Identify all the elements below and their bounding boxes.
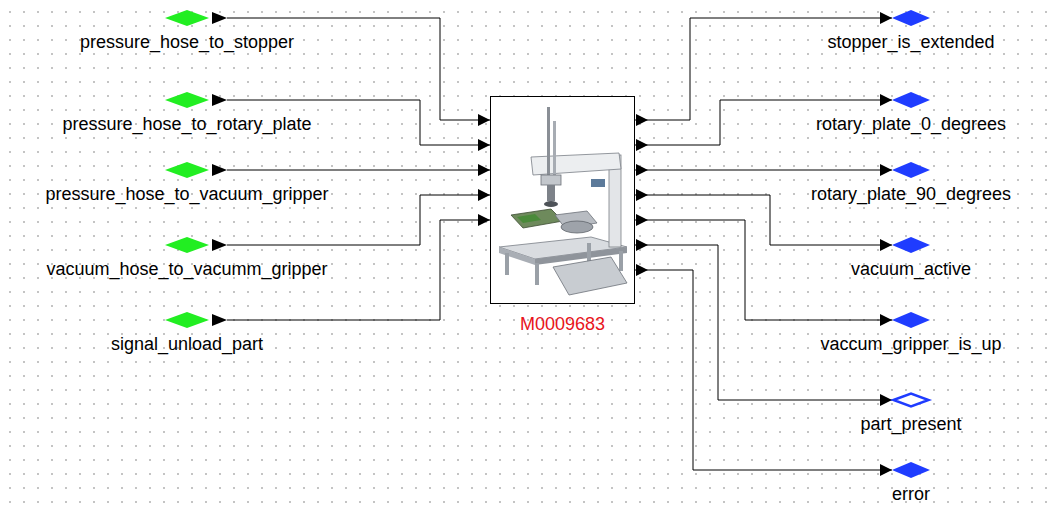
- input-port: signal_unload_part: [165, 312, 227, 328]
- signal-name: error: [892, 484, 930, 504]
- signal-wire: [227, 170, 490, 171]
- output-port-symbol: [892, 92, 930, 108]
- signal-name: rotary_plate_0_degrees: [816, 114, 1006, 134]
- signal-name: pressure_hose_to_stopper: [80, 32, 294, 52]
- input-port-symbol: [165, 10, 227, 26]
- input-port: vacuum_hose_to_vacumm_gripper: [165, 237, 227, 253]
- signal-name: signal_unload_part: [111, 334, 263, 354]
- output-port: rotary_plate_90_degrees: [892, 162, 930, 178]
- output-port-symbol: [892, 10, 930, 26]
- station-illustration: [499, 107, 627, 295]
- input-port-symbol: [165, 162, 227, 178]
- signal-name: rotary_plate_90_degrees: [811, 184, 1011, 204]
- signal-wire: [635, 270, 892, 470]
- output-port-symbol: [892, 312, 930, 328]
- output-port-symbol: [892, 462, 930, 478]
- input-port: pressure_hose_to_vacuum_gripper: [165, 162, 227, 178]
- signal-name: vaccum_gripper_is_up: [820, 334, 1001, 354]
- output-port-symbol: [892, 162, 930, 178]
- signal-wire: [635, 170, 892, 171]
- signal-name: vacuum_hose_to_vacumm_gripper: [46, 259, 327, 279]
- input-port: pressure_hose_to_rotary_plate: [165, 92, 227, 108]
- module-id: M0009683: [520, 314, 605, 334]
- output-port: stopper_is_extended: [892, 10, 930, 26]
- signal-name: stopper_is_extended: [827, 32, 994, 52]
- output-port-symbol: [892, 392, 930, 408]
- output-port: vacuum_active: [892, 237, 930, 253]
- output-port: vaccum_gripper_is_up: [892, 312, 930, 328]
- signal-name: vacuum_active: [851, 259, 971, 279]
- signal-name: part_present: [860, 414, 961, 434]
- input-port: pressure_hose_to_stopper: [165, 10, 227, 26]
- output-port: part_present: [892, 392, 930, 408]
- module-block: M0009683: [490, 96, 635, 304]
- signal-name: pressure_hose_to_rotary_plate: [62, 114, 311, 134]
- input-port-symbol: [165, 237, 227, 253]
- module-illustration: [491, 97, 634, 303]
- output-port: rotary_plate_0_degrees: [892, 92, 930, 108]
- input-port-symbol: [165, 312, 227, 328]
- signal-name: pressure_hose_to_vacuum_gripper: [45, 184, 328, 204]
- output-port-symbol: [892, 237, 930, 253]
- input-port-symbol: [165, 92, 227, 108]
- output-port: error: [892, 462, 930, 478]
